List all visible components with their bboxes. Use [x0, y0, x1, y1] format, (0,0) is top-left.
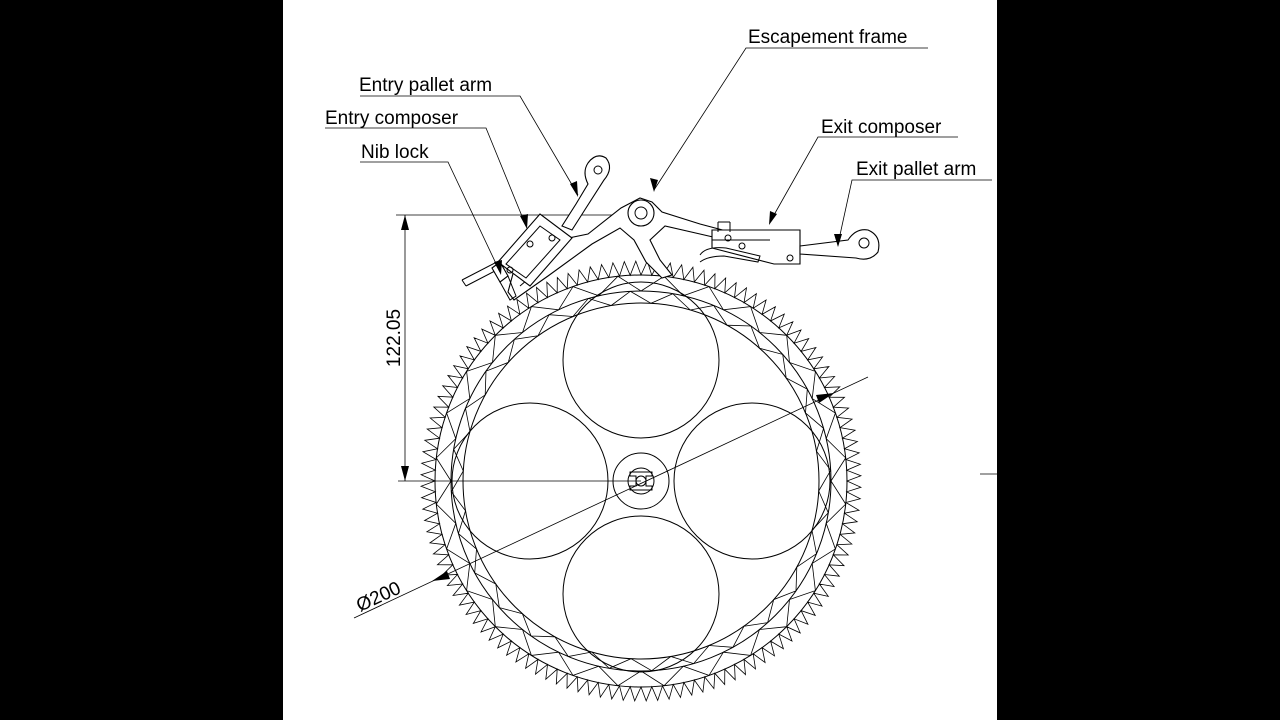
label-entry-pallet-arm: Entry pallet arm [359, 75, 492, 96]
diameter-dimension [353, 376, 869, 619]
wheel-hub [612, 452, 670, 510]
exit-pallet-arm [799, 229, 880, 260]
entry-pallet-arm [461, 155, 611, 287]
label-nib-lock: Nib lock [361, 142, 429, 163]
spoke-hole-top [562, 281, 720, 439]
label-exit-composer: Exit composer [821, 117, 942, 138]
height-dimension [396, 214, 641, 481]
diameter-dimension-value: Ø200 [353, 578, 404, 617]
spoke-hole-bottom [562, 515, 720, 673]
label-entry-composer: Entry composer [325, 108, 459, 129]
height-dimension-value: 122.05 [384, 309, 405, 367]
entry-composer [497, 213, 573, 287]
spoke-hole-right [673, 402, 831, 560]
exit-composer [699, 221, 801, 265]
leader-lines [325, 47, 992, 273]
label-exit-pallet-arm: Exit pallet arm [856, 159, 976, 180]
label-escapement-frame: Escapement frame [748, 27, 907, 48]
leader-arrowheads [494, 178, 842, 275]
